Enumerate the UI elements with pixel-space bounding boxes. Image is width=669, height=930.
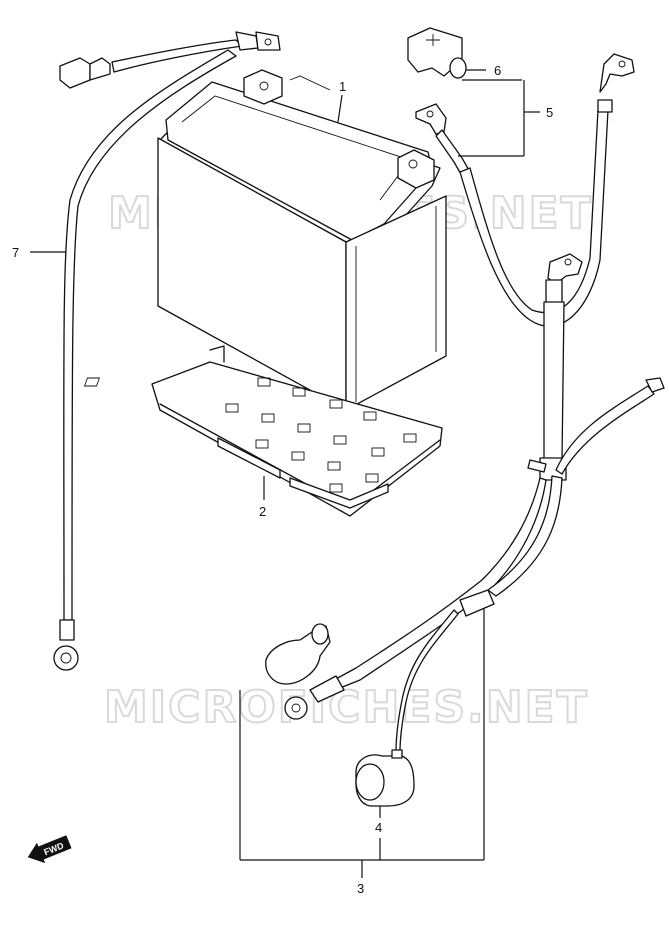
terminal-cover [407,27,467,79]
callout-5: 5 [546,105,553,120]
watermark-bottom: MICROFICHES.NET [104,682,589,733]
callout-4: 4 [375,820,382,835]
callout-3: 3 [357,881,364,896]
starter-motor-lead [415,53,635,327]
battery-ground-lead [53,31,281,671]
callout-7: 7 [12,245,19,260]
battery-plus-lead [265,253,665,753]
callout-1: 1 [339,79,346,94]
battery-terminal-cover [355,749,415,807]
fwd-arrow-icon: FWD [27,835,72,864]
callout-2: 2 [259,504,266,519]
battery-tray [83,345,443,517]
callout-6: 6 [494,63,501,78]
battery [157,69,447,411]
